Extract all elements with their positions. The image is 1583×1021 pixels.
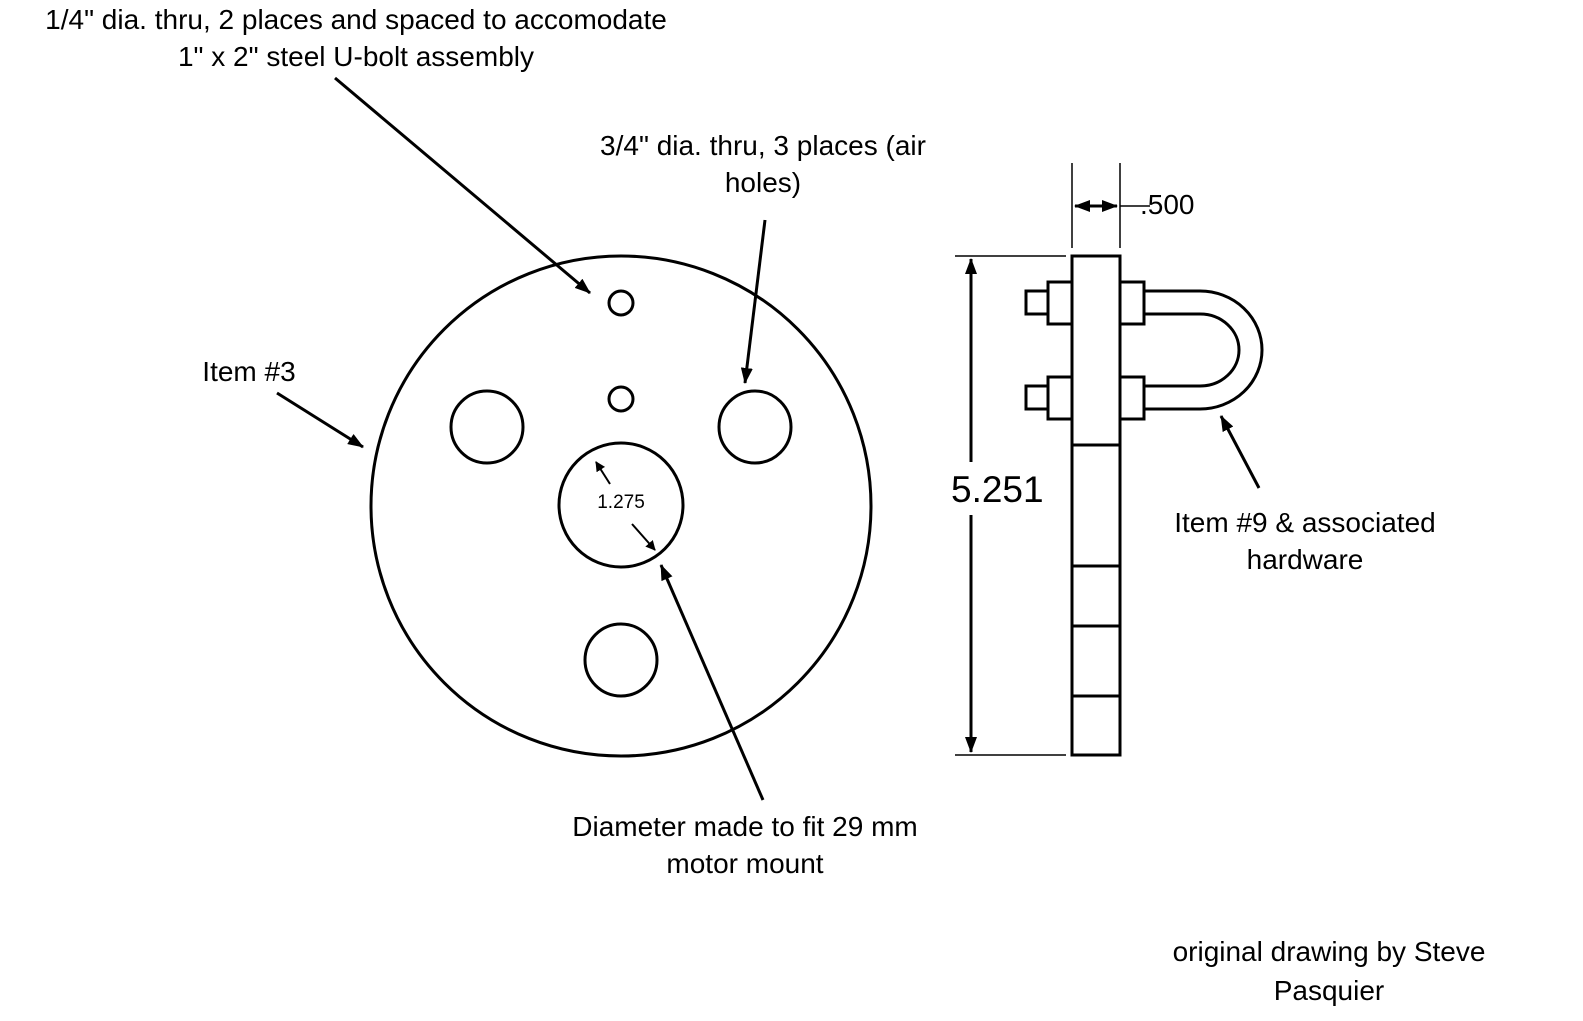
- u-bolt: [1145, 289, 1264, 411]
- credit-line1: original drawing by Steve: [1172, 936, 1486, 967]
- center-hole-dimension-text: 1.275: [597, 492, 645, 513]
- bolt-holes-note-line1: 1/4" dia. thru, 2 places and spaced to a…: [45, 4, 667, 35]
- bolt-hole-bottom: [607, 385, 635, 413]
- air-holes-note-line1: 3/4" dia. thru, 3 places (air: [600, 130, 926, 161]
- nut-left-bottom: [1046, 375, 1074, 421]
- leader-bolt-holes: [334, 76, 591, 295]
- leader-diameter: [659, 564, 765, 801]
- nut-right-bottom: [1118, 375, 1146, 421]
- center-hole-dimension: [595, 461, 656, 551]
- item9-note-line1: Item #9 & associated: [1174, 507, 1436, 538]
- air-hole-right: [717, 389, 793, 465]
- bolt-hole-top: [607, 289, 635, 317]
- motor-mount-hole: [557, 441, 685, 569]
- side-view: [1024, 254, 1264, 757]
- nut-left-top: [1046, 280, 1074, 326]
- leader-air-holes: [740, 219, 767, 384]
- diameter-note-line2: motor mount: [666, 848, 824, 879]
- front-view: [369, 254, 873, 758]
- height-dimension: 5.251: [951, 469, 1044, 510]
- bolt-holes-note-line2: 1" x 2" steel U-bolt assembly: [177, 41, 534, 72]
- credit-line2: Pasquier: [1273, 975, 1385, 1006]
- air-holes-note-line2: holes): [724, 167, 802, 198]
- ring-profile: [1070, 254, 1122, 757]
- leaders: [276, 76, 1261, 801]
- item9-note-line2: hardware: [1246, 544, 1364, 575]
- nut-right-top: [1118, 280, 1146, 326]
- air-hole-left: [449, 389, 525, 465]
- bolt-end-bottom: [1024, 384, 1050, 411]
- side-dimensions: [955, 163, 1150, 756]
- air-hole-bottom: [583, 622, 659, 698]
- leader-item9: [1219, 415, 1261, 489]
- leader-item3: [276, 391, 364, 449]
- item3-label: Item #3: [202, 356, 296, 387]
- outer-disc: [369, 254, 873, 758]
- bolt-end-top: [1024, 289, 1050, 316]
- thickness-dimension: .500: [1140, 189, 1195, 220]
- diameter-note-line1: Diameter made to fit 29 mm: [572, 811, 918, 842]
